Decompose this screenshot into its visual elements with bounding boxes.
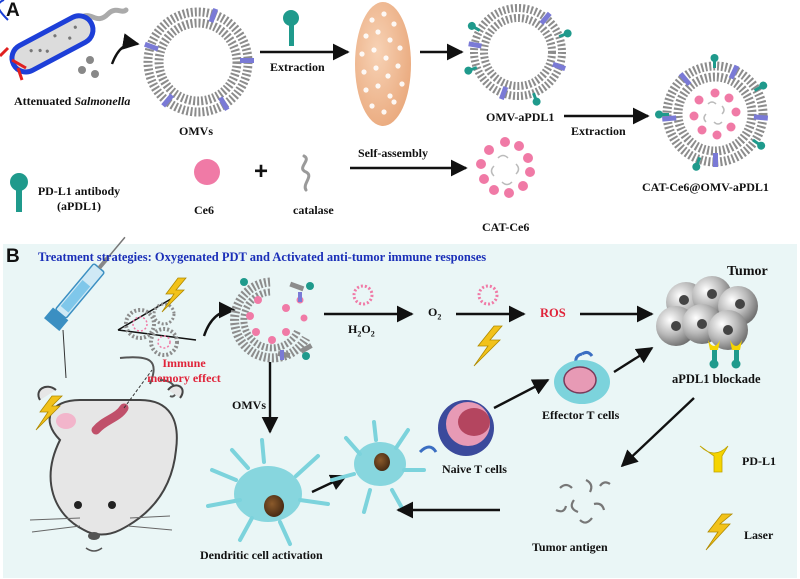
immune-memory-line2: memory effect [147, 371, 221, 385]
self-assembly-label: Self-assembly [358, 146, 428, 160]
tumor-antigen-label: Tumor antigen [532, 540, 608, 554]
plus-sign: + [254, 158, 269, 185]
final-product-label: CAT-Ce6@OMV-aPDL1 [642, 180, 769, 194]
dendritic-activation-label: Dendritic cell activation [200, 548, 323, 562]
disrupted-vesicle-icon [230, 277, 314, 363]
salmonella-label: Attenuated Salmonella [14, 94, 130, 109]
ce6-label: Ce6 [194, 203, 214, 217]
panel-b-title: Treatment strategies: Oxygenated PDT and… [38, 250, 487, 264]
h2o2-label: H2O2 [348, 322, 375, 338]
extraction-label-2: Extraction [571, 124, 626, 138]
tumor-label: Tumor [727, 264, 768, 279]
laser-mouse-icon [35, 395, 63, 431]
catalase-label: catalase [293, 203, 334, 217]
arrow-tumor-to-antigen [620, 397, 695, 468]
h2o2-sub2: 2 [370, 329, 375, 339]
cat-ce6-icon [476, 137, 535, 198]
immune-memory-line1: Immune [162, 356, 206, 370]
ce6-icon [194, 159, 220, 185]
syringe-icon [44, 236, 126, 379]
tumor-cells-icon [656, 276, 758, 369]
salmonella-label-prefix: Attenuated [14, 94, 75, 108]
arrow-inset-to-disrupted [202, 301, 236, 337]
laser-legend-icon [705, 513, 734, 551]
h2o2-sub1: 2 [357, 329, 362, 339]
naive-t-cell-icon [438, 400, 494, 456]
o2-sub: 2 [437, 312, 442, 322]
omv-apdl1-icon [464, 4, 572, 106]
antibody-label-line2: (aPDL1) [57, 199, 101, 213]
zoom-inset-lines [117, 295, 197, 357]
naive-t-cells-label: Naive T cells [442, 462, 507, 476]
omvs-b-label: OMVs [232, 398, 266, 412]
omvs-label: OMVs [179, 124, 213, 138]
effector-t-cell-icon [554, 350, 610, 404]
ros-label: ROS [540, 306, 566, 320]
omv-vesicle-icon [143, 7, 254, 117]
salmonella-label-italic: Salmonella [74, 94, 131, 108]
cat-ce6-small-icon-2 [477, 284, 499, 306]
o2-o: O [428, 305, 438, 319]
salmonella-bacterium-icon [0, 0, 129, 81]
cat-ce6-small-icon-1 [352, 284, 374, 306]
arrow-bacteria-to-omvs [110, 33, 140, 65]
arrow-effector-to-tumor [613, 346, 654, 374]
dendritic-cell-mature-icon [330, 420, 426, 514]
laser-legend-label: Laser [744, 528, 774, 542]
laser-pdt-icon [473, 325, 503, 367]
extracted-membrane-icon [355, 2, 411, 126]
antibody-icon [283, 10, 299, 46]
pd-l1-legend-icon [699, 445, 729, 473]
antibody-label-line1: PD-L1 antibody [37, 184, 121, 198]
o2-label: O2 [428, 305, 441, 321]
laser-inset-icon [161, 277, 187, 313]
extraction-label-1: Extraction [270, 60, 325, 74]
antibody-legend-icon [10, 173, 28, 212]
h2o2-h: H [348, 322, 358, 336]
cat-ce6-label: CAT-Ce6 [482, 220, 530, 234]
panel-b-letter: B [6, 246, 20, 267]
cat-ce6-omv-apdl1-icon [655, 54, 769, 171]
panel-a-letter: A [6, 0, 20, 21]
omv-apdl1-label: OMV-aPDL1 [486, 110, 555, 124]
apdl1-blockade-label: aPDL1 blockade [672, 372, 761, 386]
arrow-naive-to-effector [493, 378, 550, 410]
pd-l1-legend-label: PD-L1 [742, 454, 776, 468]
effector-t-cells-label: Effector T cells [542, 408, 620, 422]
antibody-label: PD-L1 antibody(aPDL1) [24, 184, 134, 214]
h2o2-o: O [361, 322, 371, 336]
catalase-icon [301, 154, 311, 192]
mhc-receptor-icon [418, 445, 438, 454]
dendritic-cell-icon [206, 438, 330, 546]
tumor-antigen-icon [555, 479, 611, 524]
mouse-icon [29, 356, 184, 552]
